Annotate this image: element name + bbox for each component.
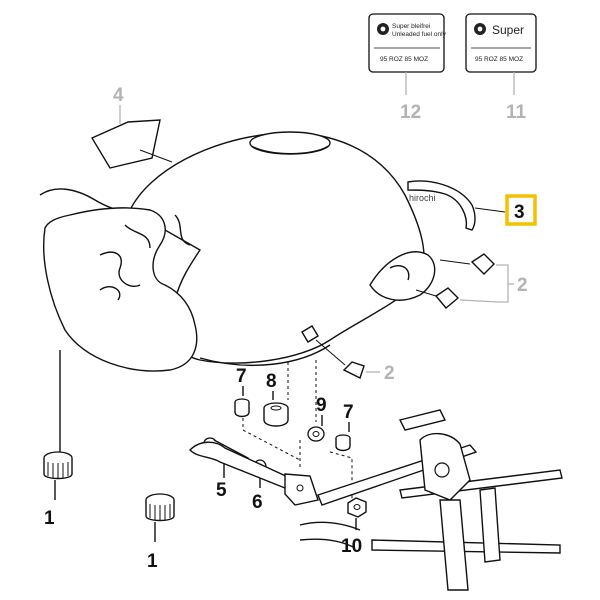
rubber-pad-2b bbox=[434, 287, 460, 309]
callout-7b: 7 bbox=[343, 402, 354, 423]
frame-section bbox=[189, 409, 563, 591]
bushing-part-7a bbox=[234, 398, 250, 418]
callout-12: 12 bbox=[400, 102, 421, 123]
bushing-part-7b bbox=[335, 434, 351, 452]
rubber-mount-part-8 bbox=[263, 402, 289, 427]
fuel-label-decal-12: Super bleifrei Unleaded fuel only 95 ROZ… bbox=[368, 13, 447, 73]
callout-2b: 2 bbox=[384, 363, 395, 384]
callout-11: 11 bbox=[506, 102, 527, 123]
trim-strip-part-3 bbox=[407, 180, 476, 231]
label-12-line3: 95 ROZ 85 MOZ bbox=[380, 56, 428, 63]
knee-pad-part-4 bbox=[90, 119, 161, 169]
callout-1b: 1 bbox=[147, 551, 158, 572]
callout-2a: 2 bbox=[517, 275, 528, 296]
fuel-label-decal-11: Super 95 ROZ 85 MOZ bbox=[465, 13, 537, 73]
rubber-pad-2c bbox=[342, 361, 365, 379]
watermark-text: hirochi bbox=[409, 193, 436, 203]
callout-5: 5 bbox=[216, 480, 227, 501]
callout-3-highlight-box bbox=[505, 194, 537, 226]
grommet-part-1b bbox=[145, 493, 175, 522]
label-12-line1: Super bleifrei bbox=[392, 23, 430, 30]
label-11-line1: Super bbox=[492, 23, 524, 37]
label-11-line2: 95 ROZ 85 MOZ bbox=[475, 56, 523, 63]
grommet-part-1a bbox=[43, 451, 73, 480]
callout-1a: 1 bbox=[44, 508, 55, 529]
callout-4: 4 bbox=[113, 85, 124, 106]
washer-part-9 bbox=[307, 426, 325, 442]
nut-part-10 bbox=[347, 497, 367, 518]
callout-3: 3 bbox=[514, 202, 525, 223]
rubber-pad-2a bbox=[470, 253, 495, 275]
callout-7a: 7 bbox=[236, 366, 247, 387]
label-12-line2: Unleaded fuel only bbox=[392, 31, 447, 38]
callout-9: 9 bbox=[316, 395, 327, 416]
fuel-tank bbox=[39, 131, 436, 372]
callout-8: 8 bbox=[266, 371, 277, 392]
rubber-pad-2d bbox=[301, 325, 319, 343]
callout-6: 6 bbox=[252, 492, 263, 513]
